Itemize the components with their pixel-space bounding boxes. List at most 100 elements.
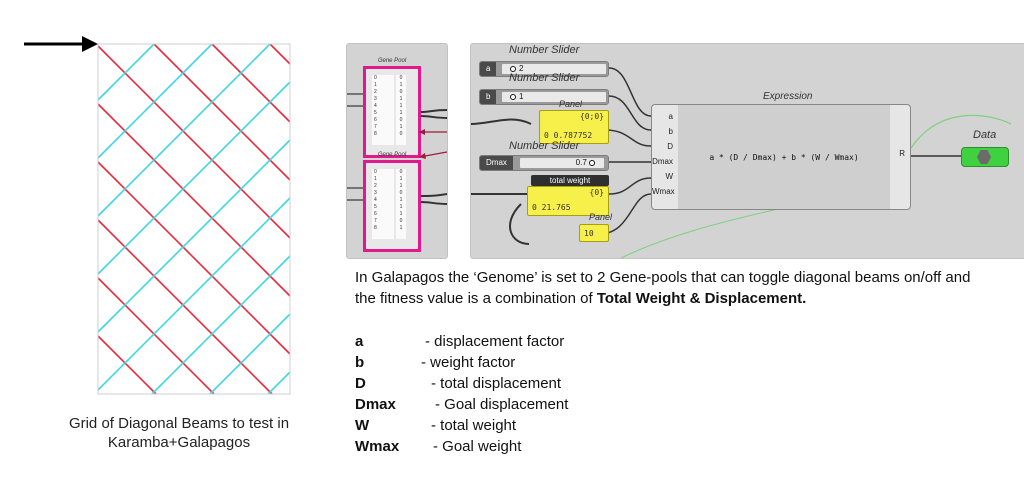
panel-wmax[interactable]: 10 bbox=[579, 224, 609, 242]
gene-index: 8 bbox=[374, 225, 377, 231]
description-text: In Galapagos the ‘Genome’ is set to 2 Ge… bbox=[355, 269, 971, 307]
gene-index: 1 bbox=[374, 176, 377, 182]
expression-input-port[interactable]: Dmax bbox=[652, 157, 673, 166]
gene-value[interactable]: 0 bbox=[399, 131, 403, 137]
red-diagonal-beam bbox=[153, 43, 291, 181]
panel-total-weight[interactable]: {0} 0 21.765 bbox=[527, 186, 609, 216]
grasshopper-canvas[interactable]: Number Slider a 2 Number Slider b 1 Pane… bbox=[470, 43, 1024, 259]
grid-caption: Grid of Diagonal Beams to test in Karamb… bbox=[20, 414, 338, 452]
red-diagonal-beam bbox=[97, 277, 215, 395]
gene-index: 5 bbox=[374, 204, 377, 210]
gene-value[interactable]: 1 bbox=[399, 225, 403, 231]
slider-knob-icon[interactable] bbox=[589, 159, 595, 166]
slider-a-track[interactable]: 2 bbox=[502, 64, 606, 74]
gene-value[interactable]: 0 bbox=[399, 190, 403, 196]
hexagon-icon bbox=[977, 150, 991, 164]
cyan-diagonal-beam bbox=[97, 43, 155, 101]
number-slider-a[interactable]: a 2 bbox=[479, 61, 609, 77]
gene-pool-wires bbox=[347, 93, 447, 205]
gene-value[interactable]: 1 bbox=[399, 204, 403, 210]
legend-definition: - total displacement bbox=[431, 375, 562, 392]
gene-value[interactable]: 0 bbox=[399, 89, 403, 95]
expression-input-port[interactable]: b bbox=[668, 127, 673, 136]
legend-symbol: W bbox=[355, 417, 370, 434]
expression-input-port[interactable]: D bbox=[667, 142, 673, 151]
slider-b-track[interactable]: 1 bbox=[502, 92, 606, 102]
slider-dmax-value: 0.7 bbox=[575, 158, 587, 167]
data-component[interactable] bbox=[961, 147, 1009, 167]
expression-input-port[interactable]: a bbox=[668, 112, 673, 121]
expression-input-port[interactable]: Wmax bbox=[652, 187, 675, 196]
gene-index: 3 bbox=[374, 190, 377, 196]
legend-symbol: D bbox=[355, 375, 366, 392]
slider-b-title: Number Slider bbox=[509, 72, 580, 84]
panel-wmax-title: Panel bbox=[589, 212, 613, 222]
cyan-diagonal-beam bbox=[97, 43, 213, 159]
slider-knob-icon[interactable] bbox=[510, 93, 516, 100]
gene-value[interactable]: 1 bbox=[399, 197, 403, 203]
slider-dmax-track[interactable]: 0.7 bbox=[520, 158, 604, 168]
gene-index: 6 bbox=[374, 211, 377, 217]
panel-d-path: {0;0} bbox=[579, 112, 604, 121]
gene-value[interactable]: 1 bbox=[399, 82, 403, 88]
panel-d-value: 0 0.787752 bbox=[544, 131, 593, 140]
description-bold: Total Weight & Displacement. bbox=[596, 290, 807, 307]
legend-definition: - weight factor bbox=[421, 354, 516, 371]
red-diagonal-beam bbox=[97, 161, 291, 355]
slider-knob-icon[interactable] bbox=[510, 65, 516, 72]
gene-pool-title: Gene Pool bbox=[377, 58, 407, 64]
panel-d-title: Panel bbox=[559, 99, 583, 109]
gene-value[interactable]: 1 bbox=[399, 176, 403, 182]
grid-boundary bbox=[97, 43, 291, 395]
gene-index: 7 bbox=[374, 124, 377, 130]
legend-definition: - Goal weight bbox=[433, 438, 522, 455]
gene-index: 0 bbox=[374, 169, 377, 175]
diagonal-beam-grid bbox=[24, 36, 291, 395]
cyan-diagonal-beam bbox=[97, 139, 291, 333]
gene-value[interactable]: 0 bbox=[399, 75, 403, 81]
gene-value[interactable]: 1 bbox=[399, 183, 403, 189]
cyan-diagonal-beam bbox=[267, 371, 291, 395]
gene-index: 6 bbox=[374, 117, 377, 123]
gene-value[interactable]: 1 bbox=[399, 103, 403, 109]
expression-input-port[interactable]: W bbox=[665, 172, 673, 181]
gene-value[interactable]: 1 bbox=[399, 211, 403, 217]
legend-symbol: Wmax bbox=[355, 438, 400, 455]
cyan-diagonal-beam bbox=[151, 255, 291, 395]
number-slider-b[interactable]: b 1 bbox=[479, 89, 609, 105]
cyan-diagonal-beam bbox=[97, 197, 291, 391]
gene-index: 3 bbox=[374, 96, 377, 102]
gene-index: 8 bbox=[374, 131, 377, 137]
legend-definition: - displacement factor bbox=[425, 333, 565, 350]
legend-symbol: b bbox=[355, 354, 365, 371]
panel-displacement[interactable]: {0;0} 0 0.787752 bbox=[539, 110, 609, 144]
expression-formula[interactable]: a * (D / Dmax) + b * (W / Wmax) bbox=[678, 105, 890, 209]
gene-value[interactable]: 1 bbox=[399, 96, 403, 102]
gene-value[interactable]: 0 bbox=[399, 169, 403, 175]
right-arrow-icon bbox=[24, 36, 98, 52]
gene-value[interactable]: 1 bbox=[399, 110, 403, 116]
expression-output-port[interactable]: R bbox=[899, 149, 905, 158]
cyan-diagonal-beam bbox=[97, 43, 271, 217]
gene-value[interactable]: 0 bbox=[399, 117, 403, 123]
description-paragraph: In Galapagos the ‘Genome’ is set to 2 Ge… bbox=[355, 267, 995, 309]
slider-b-value: 1 bbox=[519, 92, 524, 101]
expression-title: Expression bbox=[763, 91, 813, 102]
red-diagonal-beam bbox=[97, 335, 157, 395]
gene-value[interactable]: 1 bbox=[399, 124, 403, 130]
gene-index: 5 bbox=[374, 110, 377, 116]
slider-dmax-name: Dmax bbox=[480, 156, 513, 170]
gene-index: 2 bbox=[374, 89, 377, 95]
slider-a-value: 2 bbox=[519, 64, 524, 73]
gene-value[interactable]: 0 bbox=[399, 218, 403, 224]
number-slider-dmax[interactable]: Dmax 0.7 bbox=[479, 155, 609, 171]
panel-w-value: 0 21.765 bbox=[532, 203, 571, 212]
red-diagonal-beam bbox=[269, 43, 291, 65]
